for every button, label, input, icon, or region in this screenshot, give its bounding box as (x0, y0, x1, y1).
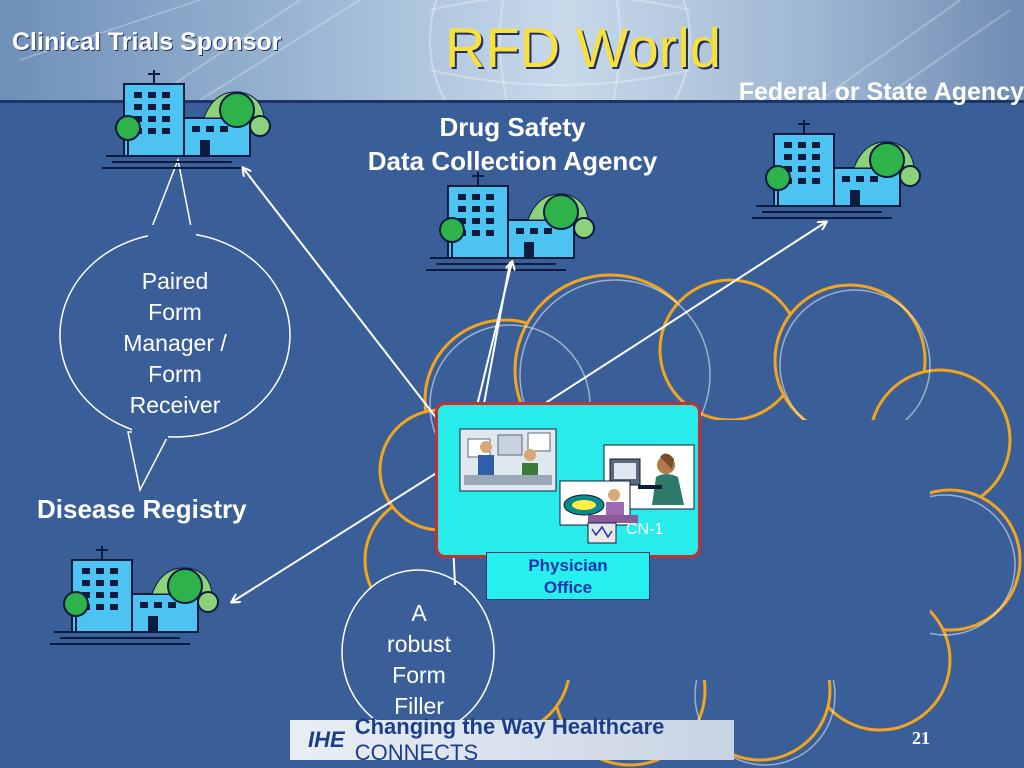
footer-tagline-main: Changing the Way Healthcare (354, 714, 665, 739)
slide-title: RFD World (445, 16, 721, 79)
drug-safety-line1: Drug Safety (439, 112, 586, 142)
physician-office-line2: Office (543, 578, 593, 597)
filler-line-3: Form (392, 662, 446, 688)
filler-line-2: robust (387, 631, 451, 657)
paired-form-manager-bubble (59, 157, 291, 493)
paired-line-1: Paired (141, 268, 209, 294)
clinician-icon (603, 444, 695, 510)
footer-logo: IHE Changing the Way Healthcare CONNECTS (290, 714, 734, 765)
sponsor-building-icon (101, 69, 271, 169)
footer-tagline-end: CONNECTS (354, 740, 479, 765)
drug-safety-label: Drug Safety Data Collection Agency (325, 110, 700, 178)
filler-line-1: A (411, 600, 427, 626)
doctor-computer-icon (559, 480, 638, 544)
header-divider (0, 100, 1024, 103)
form-filler-text: A robust Form Filler (360, 598, 478, 722)
paired-line-4: Form (148, 361, 202, 387)
state-agency-label: Federal or State Agency (738, 78, 1024, 106)
sponsor-label: Clinical Trials Sponsor (12, 28, 282, 56)
state-agency-building-icon (751, 119, 921, 219)
physician-office-line1: Physician (528, 556, 608, 575)
paired-line-3: Manager / (123, 330, 227, 356)
link-to-registry (232, 454, 466, 602)
office-illustrations (459, 428, 695, 544)
footer-tagline: Changing the Way Healthcare CONNECTS (355, 714, 734, 766)
physician-office-label: Physician Office (486, 552, 650, 600)
filler-line-4: Filler (394, 693, 444, 719)
globe-background-icon (19, 0, 1011, 100)
drug-safety-line2: Data Collection Agency (367, 146, 658, 176)
drug-safety-building-icon (425, 171, 595, 271)
disease-registry-label: Disease Registry (37, 494, 247, 524)
ihe-logo-mark: IHE (308, 727, 345, 752)
page-number: 21 (912, 728, 930, 748)
paired-form-manager-text: Paired Form Manager / Form Receiver (100, 266, 250, 421)
physician-office-panel (435, 402, 701, 558)
link-to-sponsor (243, 168, 466, 456)
computer-tag: CN-1 (626, 521, 664, 538)
computer-workstation-icon (459, 428, 557, 492)
paired-line-5: Receiver (129, 392, 221, 418)
paired-line-2: Form (148, 299, 202, 325)
form-filler-bubble (341, 569, 495, 735)
registry-building-icon (49, 545, 219, 645)
